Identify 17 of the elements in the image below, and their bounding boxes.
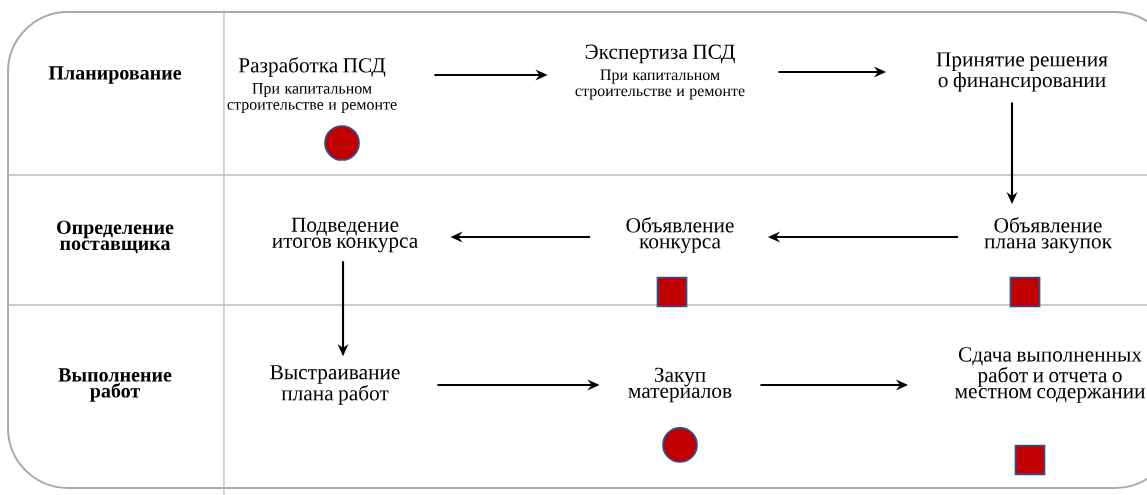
row-heading: Определение поставщика [57, 220, 174, 254]
step-text: Принятие решения о финансировании [936, 52, 1108, 92]
circle-marker [324, 125, 360, 161]
circle-marker [662, 427, 698, 463]
step-text: Разработка ПСД При капитальном строительстве и ремонте [227, 57, 397, 113]
step-text: Закуп материалов [628, 367, 732, 403]
square-marker [656, 276, 688, 308]
step-text: Подведение итогов конкурса [272, 217, 418, 253]
square-marker [1014, 444, 1046, 476]
step-text: Объявление плана закупок [984, 217, 1112, 253]
square-marker [1009, 276, 1041, 308]
step-text: Выстраивание плана работ [270, 365, 400, 405]
step-text: Экспертиза ПСД При капитальном строительстве и ремонте [575, 44, 745, 100]
step-text: Сдача выполненных работ и отчета о местном содержании [955, 347, 1145, 403]
row-heading: Выполнение работ [58, 368, 172, 402]
row-heading: Планирование [48, 66, 182, 84]
step-text: Объявление конкурса [626, 217, 734, 253]
